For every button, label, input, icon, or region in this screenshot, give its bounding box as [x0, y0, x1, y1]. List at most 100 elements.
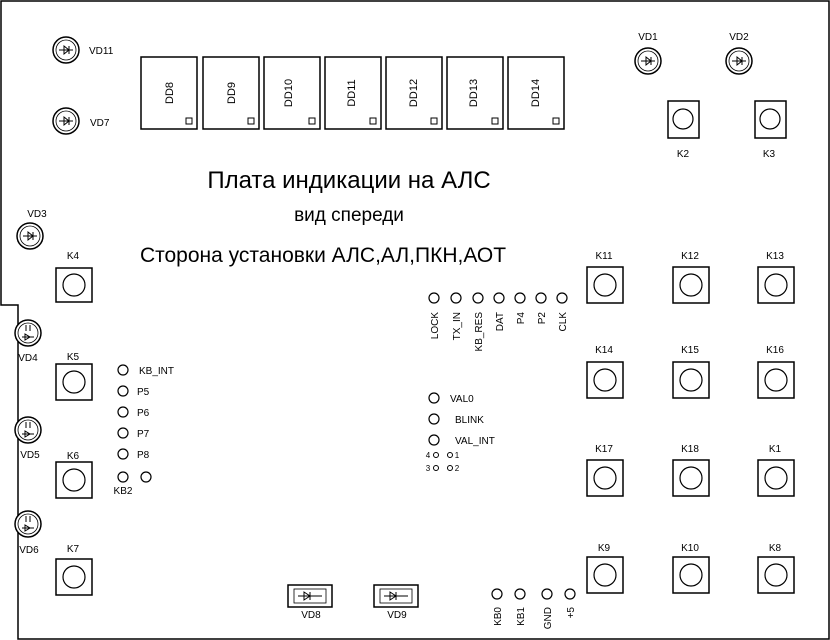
jumper-number-1: 1 — [455, 451, 460, 460]
top-test-pads: LOCK TX_IN KB_RES DAT P4 P2 CLK — [428, 292, 569, 352]
led-vd9: VD9 — [373, 584, 419, 621]
led-label-vd5: VD5 — [20, 450, 40, 461]
display-dd8: DD8 — [140, 56, 198, 130]
key-k4: K4 — [55, 251, 93, 303]
pad-label-p6: P6 — [137, 408, 150, 419]
led-vd7: VD7 — [52, 107, 110, 135]
display-dd10: DD10 — [263, 56, 321, 130]
key-label-k14: K14 — [595, 345, 613, 356]
key-label-k6: K6 — [67, 451, 80, 462]
led-label-vd8: VD8 — [301, 610, 321, 621]
key-label-k8: K8 — [769, 543, 782, 554]
key-label-k9: K9 — [598, 543, 611, 554]
key-k5: K5 — [55, 352, 93, 401]
diode-icon — [732, 55, 746, 67]
display-dd9: DD9 — [202, 56, 260, 130]
key-k3: K3 — [754, 100, 787, 160]
led-label-vd3: VD3 — [27, 209, 47, 220]
key-label-k15: K15 — [681, 345, 699, 356]
key-label-k2: K2 — [677, 149, 690, 160]
pad-label-p8: P8 — [137, 450, 150, 461]
key-label-k18: K18 — [681, 444, 699, 455]
diode-icon — [22, 516, 34, 532]
key-k2: K2 — [667, 100, 700, 160]
key-k7: K7 — [55, 544, 93, 596]
pad-label-dat: DAT — [495, 312, 506, 331]
display-label-dd11: DD11 — [346, 79, 358, 106]
display-label-dd10: DD10 — [283, 79, 295, 107]
pad-label-val-int: VAL_INT — [455, 436, 495, 447]
diode-icon — [23, 230, 37, 242]
key-label-k1: K1 — [769, 444, 782, 455]
led-vd8: VD8 — [287, 584, 333, 621]
diode-icon — [59, 115, 73, 127]
key-label-k7: K7 — [67, 544, 80, 555]
key-k1: K1 — [757, 444, 795, 497]
key-label-k3: K3 — [763, 149, 776, 160]
pad-label-p5: P5 — [137, 387, 150, 398]
pad-label-kb-int: KB_INT — [139, 366, 174, 377]
key-label-k16: K16 — [766, 345, 784, 356]
pad-label-kb-res: KB_RES — [474, 312, 485, 352]
jumper-number-3: 3 — [426, 464, 431, 473]
display-label-dd12: DD12 — [408, 79, 420, 107]
key-label-k10: K10 — [681, 543, 699, 554]
key-k15: K15 — [672, 345, 710, 399]
pad-label-kb2: KB2 — [114, 486, 133, 497]
display-label-dd8: DD8 — [164, 82, 176, 104]
key-k9: K9 — [586, 543, 624, 594]
key-label-k17: K17 — [595, 444, 613, 455]
led-vd11: VD11 — [52, 36, 114, 64]
key-k6: K6 — [55, 451, 93, 499]
jumper-block: 4 1 3 2 — [426, 451, 460, 473]
pad-label-p2: P2 — [537, 312, 548, 325]
pad-label-plus5: +5 — [566, 607, 577, 619]
led-label-vd6: VD6 — [19, 545, 39, 556]
diode-icon — [59, 44, 73, 56]
jumper-number-4: 4 — [426, 451, 431, 460]
led-vd2: VD2 — [725, 32, 753, 75]
pad-label-kb1: KB1 — [516, 607, 527, 626]
key-k14: K14 — [586, 345, 624, 399]
display-dd14: DD14 — [507, 56, 565, 130]
pad-label-lock: LOCK — [430, 312, 441, 340]
jumper-number-2: 2 — [455, 464, 460, 473]
pad-label-tx-in: TX_IN — [452, 312, 463, 340]
key-label-k12: K12 — [681, 251, 699, 262]
pad-label-p4: P4 — [516, 312, 527, 325]
display-dd13: DD13 — [446, 56, 504, 130]
board-title: Плата индикации на АЛС — [207, 167, 490, 194]
bottom-test-pads: KB0 KB1 GND +5 — [491, 588, 577, 629]
led-label-vd9: VD9 — [387, 610, 407, 621]
led-label-vd2: VD2 — [729, 32, 749, 43]
diode-icon — [384, 591, 408, 601]
led-label-vd4: VD4 — [18, 353, 38, 364]
pad-label-blink: BLINK — [455, 415, 484, 426]
pad-label-val0: VAL0 — [450, 394, 474, 405]
display-dd11: DD11 — [324, 56, 382, 130]
diode-icon — [22, 422, 34, 438]
pad-label-p7: P7 — [137, 429, 150, 440]
display-label-dd9: DD9 — [226, 82, 238, 104]
pad-label-kb0: KB0 — [493, 607, 504, 626]
key-k16: K16 — [757, 345, 795, 399]
key-k8: K8 — [757, 543, 795, 594]
led-vd4: VD4 — [14, 319, 42, 364]
display-dd12: DD12 — [385, 56, 443, 130]
left-test-pads: KB_INT P5 P6 P7 P8 KB2 — [114, 364, 174, 497]
key-k13: K13 — [757, 251, 795, 304]
led-label-vd11: VD11 — [89, 46, 114, 57]
led-vd6: VD6 — [14, 510, 42, 556]
key-label-k13: K13 — [766, 251, 784, 262]
key-label-k4: K4 — [67, 251, 80, 262]
pad-label-clk: CLK — [558, 312, 569, 332]
key-k12: K12 — [672, 251, 710, 304]
led-label-vd1: VD1 — [638, 32, 658, 43]
middle-test-pads: VAL0 BLINK VAL_INT — [428, 392, 495, 447]
mounting-side-label: Сторона установки АЛС,АЛ,ПКН,АОТ — [140, 244, 506, 267]
led-vd1: VD1 — [634, 32, 662, 75]
led-label-vd7: VD7 — [90, 118, 110, 129]
diode-icon — [22, 325, 34, 341]
key-k17: K17 — [586, 444, 624, 497]
